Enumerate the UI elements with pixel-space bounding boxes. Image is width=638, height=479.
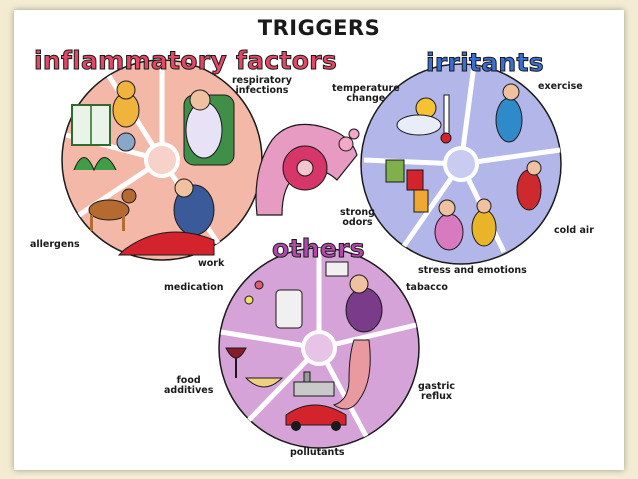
dog-icon xyxy=(88,199,130,221)
factory-icon xyxy=(293,381,335,397)
thermometer-icon xyxy=(443,94,450,136)
car-icon xyxy=(117,231,215,256)
label-allergens: allergens xyxy=(30,239,80,250)
label-stress-and-emotions: stress and emotions xyxy=(418,265,527,276)
label-strong-odors: strong odors xyxy=(340,207,375,228)
stressed-person-icon xyxy=(434,213,464,251)
wine-glass-icon xyxy=(225,347,247,359)
inflammatory-factors-heading: inflammatory factors xyxy=(33,46,338,76)
smoker-icon xyxy=(345,287,383,333)
pill-bottle-icon xyxy=(275,289,303,329)
diagram-title: TRIGGERS xyxy=(257,16,381,40)
pollution-car-icon xyxy=(285,404,347,426)
slide-frame: TRIGGERS xyxy=(14,10,624,470)
label-temperature-change: temperature change xyxy=(332,83,400,104)
paint-can-icon xyxy=(385,159,405,183)
label-work: work xyxy=(198,258,225,269)
label-tabacco: tabacco xyxy=(406,282,448,293)
cigarette-pack-icon xyxy=(325,261,349,277)
label-gastric-reflux: gastric reflux xyxy=(418,381,455,402)
others-heading: others xyxy=(272,234,366,264)
stomach-icon xyxy=(332,339,371,410)
food-bowl-icon xyxy=(244,377,284,388)
plant-icon xyxy=(73,157,117,172)
irritants-wheel xyxy=(360,63,562,265)
label-food-additives: food additives xyxy=(164,375,214,396)
label-medication: medication xyxy=(164,282,224,293)
irritants-heading: irritants xyxy=(426,48,545,78)
cold-air-icon xyxy=(516,169,542,211)
sick-person-icon xyxy=(185,101,223,159)
triggers-illustration xyxy=(61,59,562,449)
cloud-icon xyxy=(396,114,442,136)
runner-icon xyxy=(495,97,523,143)
dust-mite-icon xyxy=(116,132,136,152)
others-wheel xyxy=(218,247,420,449)
airway-icon xyxy=(255,123,360,216)
inflammatory-wheel xyxy=(61,59,263,261)
pill-icon xyxy=(254,280,264,290)
label-cold-air: cold air xyxy=(554,225,594,236)
label-exercise: exercise xyxy=(538,81,583,92)
label-pollutants: pollutants xyxy=(290,447,345,458)
label-respiratory-infections: respiratory infections xyxy=(232,75,292,96)
